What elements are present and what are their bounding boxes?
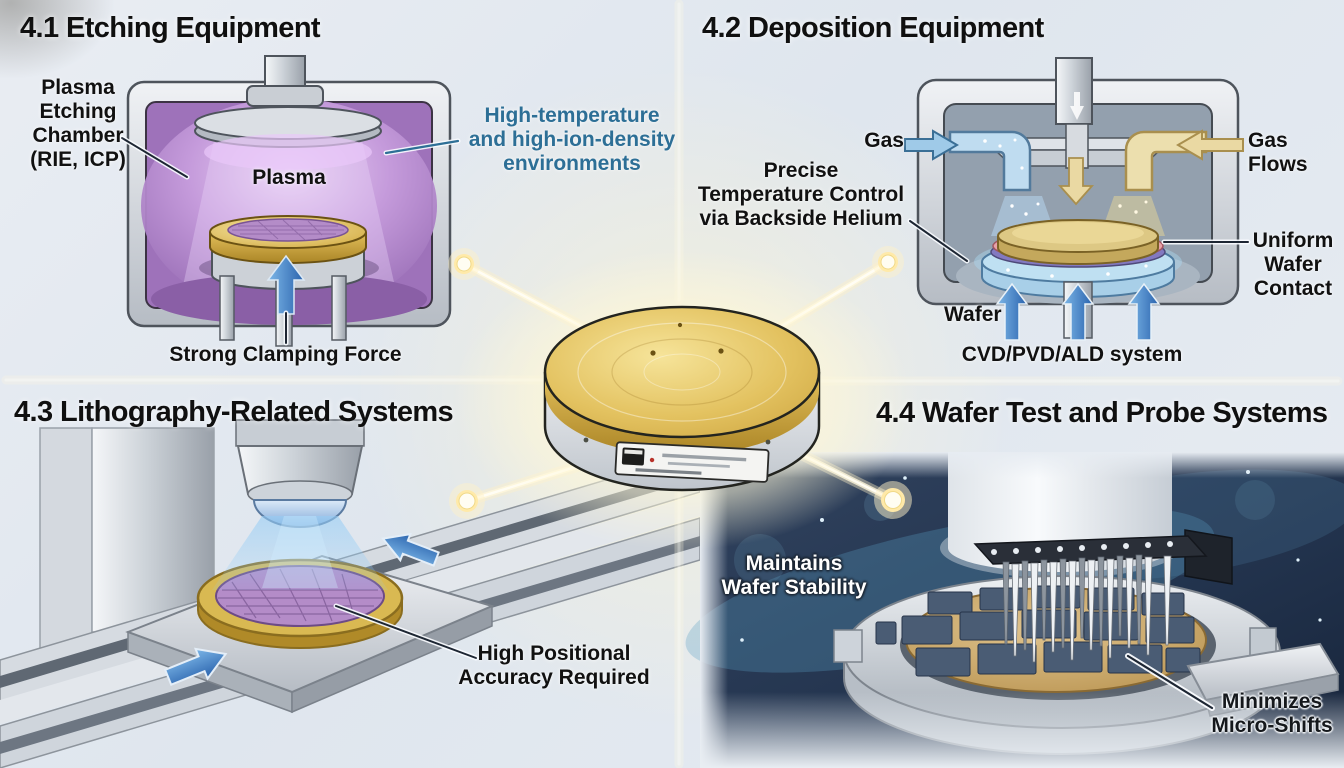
label-cvd-system: CVD/PVD/ALD system [961,343,1183,366]
probe-card [973,529,1233,663]
probe-system-illustration [685,452,1344,768]
label-wafer: Wafer [944,303,1002,326]
probe-needles [1002,554,1172,663]
label-wafer-contact: Uniform Wafer Contact [1252,229,1334,300]
chuck-body [543,305,821,492]
gas-in-arrow [904,129,959,161]
gas-flows-arrow [1176,129,1244,161]
stage-motion-arrow-right [381,532,440,567]
ray-end-dots [448,246,912,519]
label-accuracy: High Positional Accuracy Required [458,642,650,689]
backside-helium-arrows [995,282,1161,341]
lithography-illustration [0,419,701,768]
label-wafer-stability: Maintains Wafer Stability [721,552,867,599]
etching-wafer-chuck [209,215,367,290]
label-gas-flows: Gas Flows [1248,129,1308,176]
deposition-chamber-illustration [904,57,1244,341]
stage-motion-arrow-left [163,647,228,686]
label-plasma: Plasma [252,166,326,189]
label-clamping-force: Strong Clamping Force [169,343,402,366]
deposition-wafer-stack [974,219,1182,298]
label-environment: High-temperature and high-ion-density en… [468,104,676,175]
label-plasma-chamber: Plasma Etching Chamber (RIE, ICP) [30,76,126,171]
label-micro-shifts: Minimizes Micro-Shifts [1211,690,1333,737]
wafer-dies [875,585,1201,677]
title-lithography: 4.3 Lithography-Related Systems [14,396,454,428]
chuck-nameplate [614,441,770,483]
etching-chamber-illustration [126,55,452,347]
label-gas-in: Gas [864,129,904,152]
title-probe: 4.4 Wafer Test and Probe Systems [876,397,1328,429]
projection-lens [212,419,388,590]
title-etching: 4.1 Etching Equipment [20,12,321,44]
label-temperature: Precise Temperature Control via Backside… [697,159,905,230]
title-deposition: 4.2 Deposition Equipment [702,12,1044,44]
